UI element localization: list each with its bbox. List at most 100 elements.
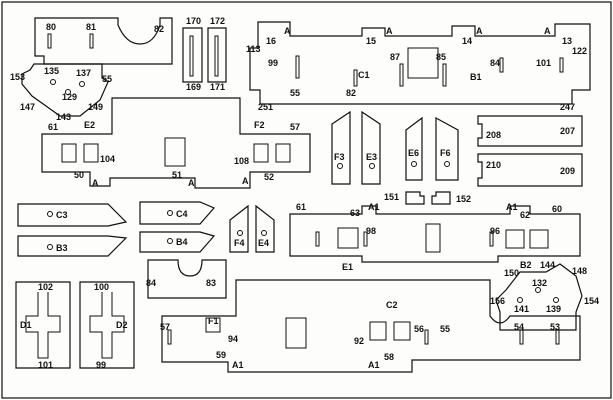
slot <box>499 57 504 73</box>
label-81: 81 <box>86 22 96 32</box>
hole <box>553 297 559 303</box>
label-209: 209 <box>560 166 575 176</box>
slot <box>519 329 524 345</box>
label-154: 154 <box>584 296 599 306</box>
slot <box>353 69 358 87</box>
label-13: 13 <box>562 36 572 46</box>
label-208: 208 <box>486 130 501 140</box>
label-a1: A1 <box>368 202 380 212</box>
label-57: 57 <box>160 322 170 332</box>
window <box>253 143 269 163</box>
label-f3: F3 <box>334 152 345 162</box>
label-e6: E6 <box>408 148 419 158</box>
label-56: 56 <box>414 324 424 334</box>
label-94: 94 <box>228 334 238 344</box>
label-b4: B4 <box>176 237 188 247</box>
label-152: 152 <box>456 194 471 204</box>
label-e1: E1 <box>342 262 353 272</box>
window <box>529 229 549 249</box>
part-169-170 <box>182 27 203 83</box>
part-80-82 <box>34 17 173 65</box>
label-172: 172 <box>210 16 225 26</box>
part-171-172 <box>207 27 227 83</box>
label-101: 101 <box>38 360 53 370</box>
label-15: 15 <box>366 36 376 46</box>
part-labels: 80 81 82 135 137 55 153 129 147 143 149 … <box>10 16 599 370</box>
label-a: A <box>544 26 551 36</box>
label-b1: B1 <box>470 72 482 82</box>
label-143: 143 <box>56 112 71 122</box>
slot <box>559 57 564 73</box>
label-251: 251 <box>258 102 273 112</box>
label-a: A <box>188 178 195 188</box>
label-113: 113 <box>246 44 261 54</box>
label-a1: A1 <box>368 360 380 370</box>
label-156: 156 <box>490 296 505 306</box>
label-f4: F4 <box>234 238 245 248</box>
hole <box>411 161 417 167</box>
part-d1 <box>15 281 71 369</box>
label-63: 63 <box>350 208 360 218</box>
part-209-210 <box>477 153 583 187</box>
window <box>205 317 221 333</box>
label-b3: B3 <box>56 243 68 253</box>
hole <box>369 163 375 169</box>
label-d2: D2 <box>116 320 128 330</box>
label-b2: B2 <box>520 260 532 270</box>
label-51: 51 <box>172 170 182 180</box>
slot <box>47 33 52 49</box>
part-e1 <box>289 205 581 263</box>
window <box>83 143 99 163</box>
label-d1: D1 <box>20 320 32 330</box>
label-e4: E4 <box>258 238 269 248</box>
slot <box>214 35 219 77</box>
label-a: A <box>476 26 483 36</box>
hole <box>47 244 53 250</box>
slot <box>399 63 404 87</box>
slot <box>295 55 300 79</box>
label-a: A <box>92 178 99 188</box>
part-f4 <box>229 204 249 253</box>
part-e6 <box>405 116 423 181</box>
hole <box>337 163 343 169</box>
label-108: 108 <box>234 156 249 166</box>
slot <box>167 329 172 345</box>
label-135: 135 <box>44 66 59 76</box>
label-a: A <box>242 176 249 186</box>
label-62: 62 <box>520 210 530 220</box>
label-a: A <box>386 26 393 36</box>
label-247: 247 <box>560 102 575 112</box>
part-b4 <box>139 231 216 253</box>
label-171: 171 <box>210 82 225 92</box>
label-141: 141 <box>514 304 529 314</box>
label-139: 139 <box>546 304 561 314</box>
label-169: 169 <box>186 82 201 92</box>
part-83-84 <box>147 259 227 299</box>
label-170: 170 <box>186 16 201 26</box>
cross-d2 <box>89 292 125 359</box>
label-54: 54 <box>514 322 524 332</box>
label-98: 98 <box>366 226 376 236</box>
label-c1: C1 <box>358 70 370 80</box>
label-148: 148 <box>572 266 587 276</box>
label-153: 153 <box>10 72 25 82</box>
hole <box>50 79 56 85</box>
label-101: 101 <box>536 58 551 68</box>
label-e2: E2 <box>84 120 95 130</box>
slot <box>442 63 447 87</box>
hole <box>535 287 541 293</box>
hole <box>444 161 450 167</box>
window <box>164 137 186 167</box>
part-e4 <box>255 204 275 253</box>
label-122: 122 <box>572 46 587 56</box>
label-129: 129 <box>62 92 77 102</box>
label-c4: C4 <box>176 209 188 219</box>
hole <box>47 211 53 217</box>
label-87: 87 <box>390 52 400 62</box>
slot <box>315 231 320 247</box>
part-c2 <box>161 279 581 373</box>
label-83: 83 <box>206 278 216 288</box>
